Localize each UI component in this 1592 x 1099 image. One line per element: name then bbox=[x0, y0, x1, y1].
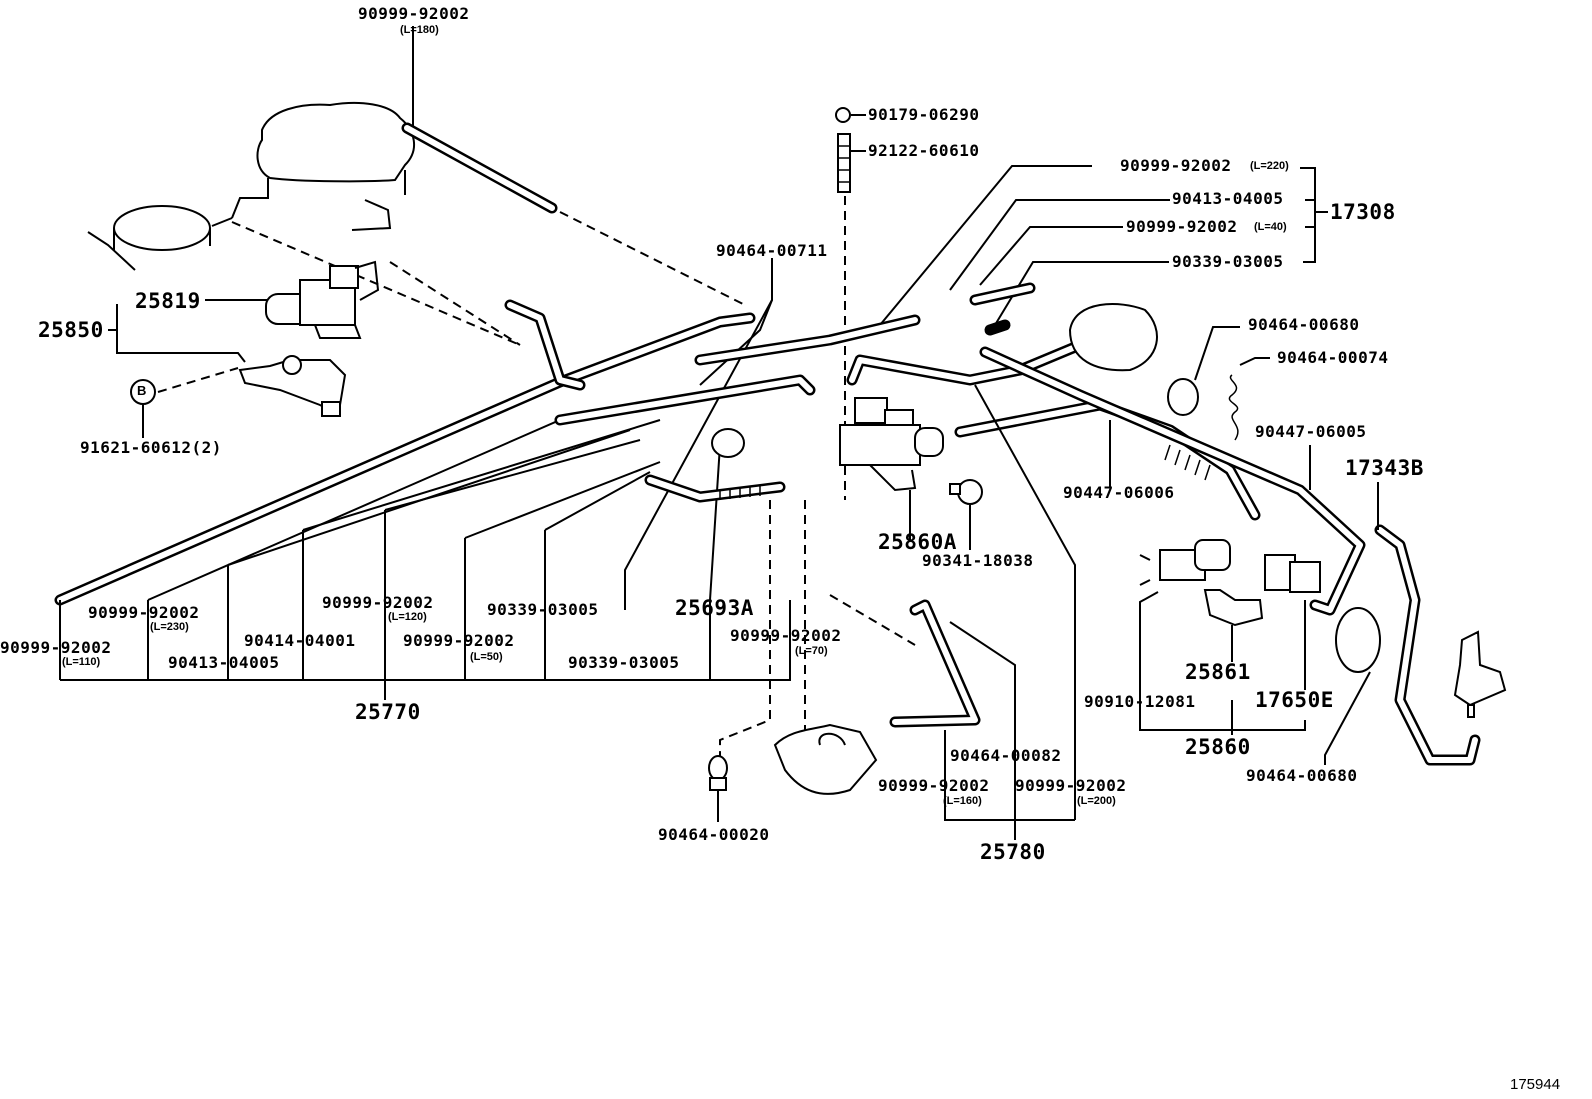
callout-valve-25693A: 25693A bbox=[675, 596, 754, 620]
callout-clamp-00074: 90464-00074 bbox=[1277, 348, 1389, 367]
callout-stud: 92122-60610 bbox=[868, 141, 980, 160]
callout-group-25770: 25770 bbox=[355, 700, 421, 724]
bolt-marker-label: B bbox=[137, 383, 147, 398]
callout-clamp-00082: 90464-00082 bbox=[950, 746, 1062, 765]
hose-right bbox=[694, 282, 1366, 616]
filter-17650E-drawing bbox=[1264, 554, 1321, 593]
nut-drawing bbox=[835, 107, 866, 193]
callout-valve-03005-a: 90339-03005 bbox=[487, 600, 599, 619]
callout-vsv-group-25860: 25860 bbox=[1185, 735, 1251, 759]
diaphragm-drawing bbox=[773, 723, 878, 795]
callout-union-04001: 90414-04001 bbox=[244, 631, 356, 650]
canister-drawing bbox=[1068, 303, 1158, 372]
callout-group-17308: 17308 bbox=[1330, 200, 1396, 224]
clamp-drawing bbox=[1167, 378, 1199, 416]
callout-hose-160-length: (L=160) bbox=[943, 795, 982, 807]
callout-clamp-06006: 90447-06006 bbox=[1063, 483, 1175, 502]
sensor-right-drawing bbox=[1453, 630, 1507, 718]
callout-clip-00020: 90464-00020 bbox=[658, 825, 770, 844]
engine-outline bbox=[87, 102, 415, 271]
callout-hose-120-length: (L=120) bbox=[388, 611, 427, 623]
callout-filter-17650E: 17650E bbox=[1255, 688, 1334, 712]
leader-hose-200 bbox=[974, 384, 1076, 820]
callout-bracket-25861: 25861 bbox=[1185, 660, 1251, 684]
figure-number: 175944 bbox=[1510, 1076, 1561, 1093]
callout-valve-03005-top: 90339-03005 bbox=[1172, 252, 1284, 271]
callout-screw-12081: 90910-12081 bbox=[1084, 692, 1196, 711]
callout-hose-70: 90999-92002 bbox=[730, 626, 842, 645]
callout-hose-50-length: (L=50) bbox=[470, 651, 503, 663]
callout-hose-40-length: (L=40) bbox=[1254, 221, 1287, 233]
callout-vsv-25860A: 25860A bbox=[878, 530, 957, 554]
callout-hose-110: 90999-92002 bbox=[0, 638, 112, 657]
callout-bolt-91621-qty: (2) bbox=[191, 438, 222, 457]
vsv-25860A-drawing bbox=[839, 397, 944, 492]
callout-clamp-00680-bottom: 90464-00680 bbox=[1246, 766, 1358, 785]
callout-hose-50: 90999-92002 bbox=[403, 631, 515, 650]
callout-hose-160: 90999-92002 bbox=[878, 776, 990, 795]
callout-bolt-91621: 91621-60612(2) bbox=[80, 440, 222, 456]
callout-hose-70-length: (L=70) bbox=[795, 645, 828, 657]
leader-00082 bbox=[949, 621, 1016, 760]
bolt-90341-drawing bbox=[949, 479, 983, 505]
callout-group-25780: 25780 bbox=[980, 840, 1046, 864]
callout-tube-04005-bottom: 90413-04005 bbox=[168, 653, 280, 672]
leader-hose-220 bbox=[879, 165, 1092, 326]
callout-bolt-90341: 90341-18038 bbox=[922, 551, 1034, 570]
callout-bolt-91621-part: 91621-60612 bbox=[80, 438, 192, 457]
callout-vsv-assy-25850: 25850 bbox=[38, 318, 104, 342]
hose-bundle bbox=[54, 299, 816, 700]
callout-hose-200-length: (L=200) bbox=[1077, 795, 1116, 807]
bracket-25850 bbox=[116, 304, 246, 363]
clamp-00680-drawing bbox=[1335, 607, 1381, 673]
callout-hose-40: 90999-92002 bbox=[1126, 217, 1238, 236]
bracket-25860 bbox=[1139, 591, 1306, 731]
sensor-drawing bbox=[238, 355, 347, 417]
callout-valve-03005-b: 90339-03005 bbox=[568, 653, 680, 672]
callout-hose-230-length: (L=230) bbox=[150, 621, 189, 633]
callout-hose-200: 90999-92002 bbox=[1015, 776, 1127, 795]
callout-clip-0711: 90464-00711 bbox=[716, 241, 828, 260]
vsv-25860-drawing bbox=[1139, 539, 1264, 627]
callout-hose-120: 90999-92002 bbox=[322, 593, 434, 612]
vsv-25819-drawing bbox=[265, 260, 380, 339]
callout-vsv-25819: 25819 bbox=[135, 289, 201, 313]
callout-hose-17343B: 17343B bbox=[1345, 456, 1424, 480]
callout-hose-230: 90999-92002 bbox=[88, 603, 200, 622]
callout-clamp-00680-top: 90464-00680 bbox=[1248, 315, 1360, 334]
callout-clamp-06005: 90447-06005 bbox=[1255, 422, 1367, 441]
callout-hose-180: 90999-92002 bbox=[358, 4, 470, 23]
clip-00020-drawing bbox=[708, 755, 728, 791]
callout-nut: 90179-06290 bbox=[868, 105, 980, 124]
callout-hose-220: 90999-92002 bbox=[1120, 156, 1232, 175]
callout-tube-04005-top: 90413-04005 bbox=[1172, 189, 1284, 208]
callout-hose-180-length: (L=180) bbox=[400, 24, 439, 36]
callout-hose-110-length: (L=110) bbox=[62, 656, 101, 668]
bracket-17308 bbox=[1300, 167, 1328, 263]
callout-hose-220-length: (L=220) bbox=[1250, 160, 1289, 172]
